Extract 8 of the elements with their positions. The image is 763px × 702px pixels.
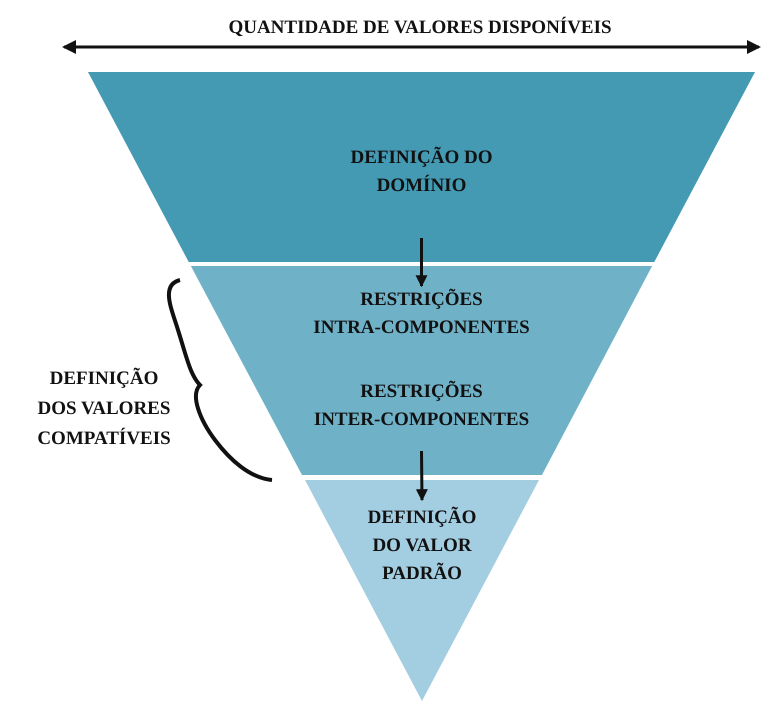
band-text: RESTRIÇÕES INTER-COMPONENTES [312,380,530,432]
band-title: DEFINIÇÃO DO DOMÍNIO [350,146,494,198]
bracket-label: DEFINIÇÃO DOS VALORES COMPATÍVEIS [36,366,172,451]
arrow [416,450,428,502]
axis-title: QUANTIDADE DE VALORES DISPONÍVEIS [228,16,612,40]
band-text: RESTRIÇÕES INTRA-COMPONENTES [312,288,531,340]
arrow [416,238,428,288]
band-title: DEFINIÇÃO DO VALOR PADRÃO [366,506,478,586]
